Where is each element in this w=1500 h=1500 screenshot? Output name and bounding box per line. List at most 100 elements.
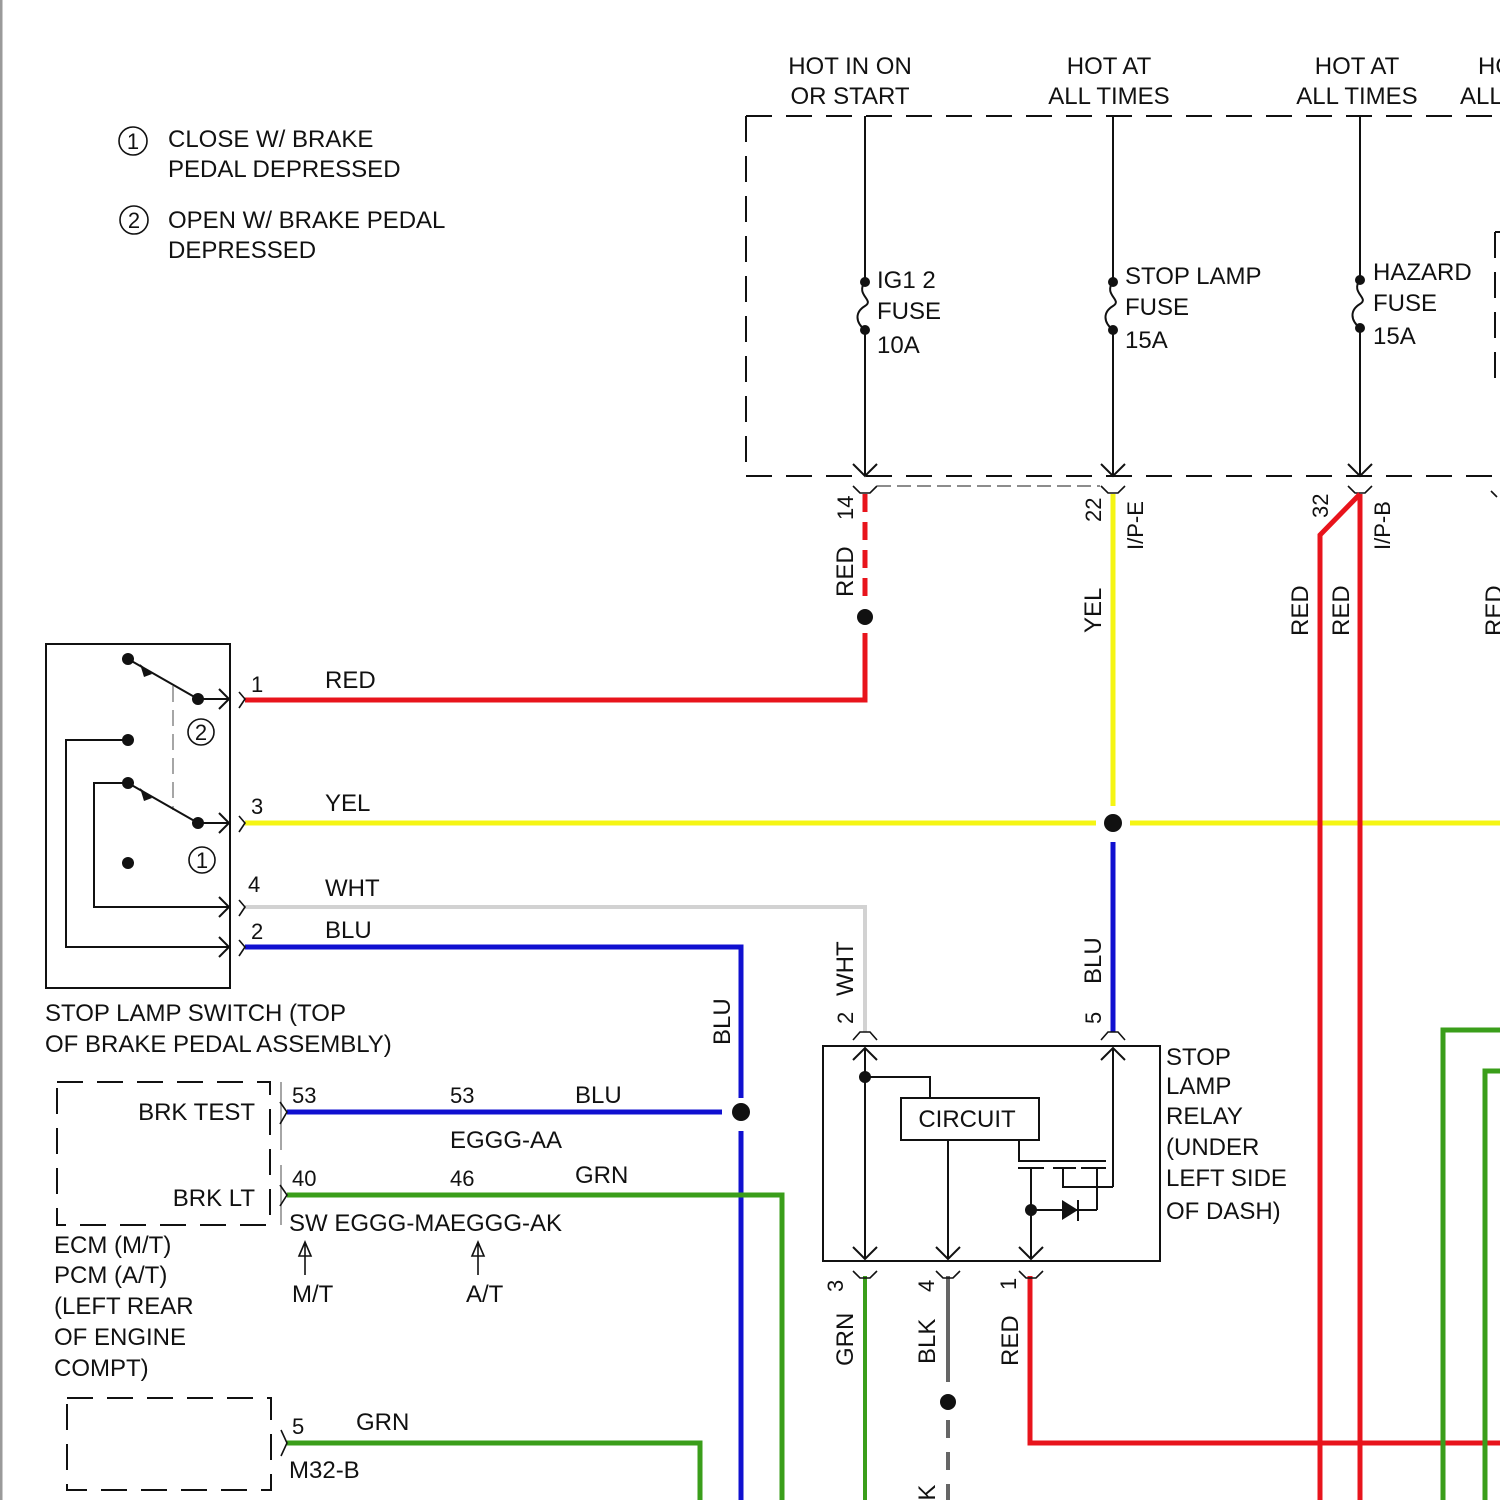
relay-name-5: LEFT SIDE bbox=[1166, 1165, 1287, 1192]
switch-pin-1: 1 bbox=[251, 672, 263, 697]
stop-lamp-switch: 2 1 1 3 4 2 STOP LAMP SWITCH (TOP OF BRA… bbox=[45, 644, 392, 1058]
splice-blu bbox=[732, 1103, 750, 1121]
power-label-4b: ALL bbox=[1460, 83, 1500, 110]
wire-label-blu-2: BLU bbox=[325, 917, 372, 944]
connector-ip-b: I/P-B bbox=[1370, 501, 1395, 550]
ecm-pin-46-at: 46 bbox=[450, 1166, 474, 1191]
ecm-pin-53-at: 53 bbox=[450, 1083, 474, 1108]
legend-text-2a: OPEN W/ BRAKE PEDAL bbox=[168, 207, 445, 234]
ecm-pin-53-mt: 53 bbox=[292, 1083, 316, 1108]
ecm-name-3: (LEFT REAR bbox=[54, 1293, 194, 1320]
power-label-1a: HOT IN ON bbox=[788, 53, 912, 80]
switch-pin-2: 2 bbox=[251, 919, 263, 944]
wire-label-red-right: RED bbox=[1481, 585, 1500, 636]
fuse-box-connectors: 14 22 I/P-E 32 I/P-B bbox=[833, 486, 1497, 550]
switch-name-1: STOP LAMP SWITCH (TOP bbox=[45, 1000, 346, 1027]
wires: RED RED YEL YEL BLU 5 WHT WHT 2 BLU BLU bbox=[245, 494, 1500, 1500]
stop-lamp-relay: CIRCUIT 3 4 1 GRN BLK RED BLK STOP LAMP … bbox=[823, 1032, 1287, 1500]
ecm-pcm-module: BRK TEST BRK LT 53 53 BLU EGGG-AA 40 46 … bbox=[54, 1082, 628, 1382]
wire-label-red-14: RED bbox=[832, 546, 859, 597]
wire-label-red-32b: RED bbox=[1328, 585, 1355, 636]
ecm-brk-test: BRK TEST bbox=[138, 1099, 255, 1126]
fuse-1-rating: 10A bbox=[877, 332, 920, 359]
wire-grn-right-b bbox=[1485, 1071, 1500, 1500]
wire-label-yel-22: YEL bbox=[1080, 588, 1107, 633]
ecm-name-1: ECM (M/T) bbox=[54, 1232, 171, 1259]
switch-pin-3: 3 bbox=[251, 794, 263, 819]
power-label-3b: ALL TIMES bbox=[1296, 83, 1417, 110]
wire-grn-right-a bbox=[1443, 1030, 1500, 1500]
splice-red-14 bbox=[857, 609, 873, 625]
wire-label-grn-lt: GRN bbox=[575, 1162, 628, 1189]
arrow-label-mt: M/T bbox=[292, 1281, 334, 1308]
wire-label-blk-4: BLK bbox=[914, 1319, 941, 1364]
wire-red-32-a bbox=[1320, 494, 1360, 1500]
wire-grn-brk-lt bbox=[287, 1195, 782, 1500]
power-label-3a: HOT AT bbox=[1315, 53, 1400, 80]
switch-name-2: OF BRAKE PEDAL ASSEMBLY) bbox=[45, 1031, 392, 1058]
pin-22: 22 bbox=[1081, 498, 1106, 522]
wire-label-blu-test: BLU bbox=[575, 1082, 622, 1109]
fuse-stop-lamp: STOP LAMP FUSE 15A bbox=[1101, 116, 1262, 476]
m32-pin-5: 5 bbox=[292, 1414, 304, 1439]
wire-label-blu-5: BLU bbox=[1080, 937, 1107, 984]
legend: 1 CLOSE W/ BRAKE PEDAL DEPRESSED 2 OPEN … bbox=[119, 126, 445, 264]
switch-contact-1-label: 1 bbox=[196, 848, 208, 873]
connector-ip-e: I/P-E bbox=[1123, 501, 1148, 550]
power-label-2b: ALL TIMES bbox=[1048, 83, 1169, 110]
fuse-ig1: IG1 2 FUSE 10A bbox=[853, 116, 941, 476]
fuse-3-rating: 15A bbox=[1373, 323, 1416, 350]
fuse-1-name: IG1 2 bbox=[877, 267, 936, 294]
wire-label-red-32a: RED bbox=[1287, 585, 1314, 636]
relay-circuit-label: CIRCUIT bbox=[918, 1106, 1016, 1133]
wire-label-red-1b: RED bbox=[997, 1315, 1024, 1366]
pin-32: 32 bbox=[1308, 494, 1333, 518]
wire-label-grn-3: GRN bbox=[832, 1313, 859, 1366]
ecm-name-5: COMPT) bbox=[54, 1355, 149, 1382]
fuse-3-name: HAZARD bbox=[1373, 259, 1472, 286]
fuse-2-type: FUSE bbox=[1125, 294, 1189, 321]
wire-label-grn-m32: GRN bbox=[356, 1409, 409, 1436]
relay-name-6: OF DASH) bbox=[1166, 1198, 1281, 1225]
relay-pin-5: 5 bbox=[1081, 1012, 1106, 1024]
fuse-2-name: STOP LAMP bbox=[1125, 263, 1262, 290]
fuse-1-type: FUSE bbox=[877, 298, 941, 325]
ecm-name-2: PCM (A/T) bbox=[54, 1262, 167, 1289]
switch-contact-2-label: 2 bbox=[195, 720, 207, 745]
wire-label-wht-2: WHT bbox=[832, 941, 859, 996]
relay-name-4: (UNDER bbox=[1166, 1134, 1259, 1161]
relay-pin-1: 1 bbox=[996, 1278, 1021, 1290]
wire-red-relay-1 bbox=[1030, 1276, 1500, 1443]
legend-text-2b: DEPRESSED bbox=[168, 237, 316, 264]
relay-name-2: LAMP bbox=[1166, 1073, 1231, 1100]
splice-yel bbox=[1104, 814, 1122, 832]
m32-connector: M32-B bbox=[289, 1457, 360, 1484]
ecm-connector-ma: SW EGGG-MA bbox=[289, 1210, 450, 1237]
fuse-box-inner-edge bbox=[1495, 232, 1500, 385]
wire-label-yel-3: YEL bbox=[325, 790, 370, 817]
pin-14: 14 bbox=[833, 496, 858, 520]
fuse-hazard: HAZARD FUSE 15A bbox=[1348, 116, 1472, 476]
power-label-1b: OR START bbox=[790, 83, 909, 110]
fuse-block: HOT IN ON OR START HOT AT ALL TIMES HOT … bbox=[746, 53, 1500, 476]
fuse-2-rating: 15A bbox=[1125, 327, 1168, 354]
ecm-brk-lt: BRK LT bbox=[173, 1185, 256, 1212]
wire-label-wht-4: WHT bbox=[325, 875, 380, 902]
wire-label-blu-vertical: BLU bbox=[709, 998, 736, 1045]
wire-label-blk-continue: BLK bbox=[914, 1485, 941, 1500]
legend-num-1: 1 bbox=[127, 129, 139, 154]
relay-pin-2: 2 bbox=[833, 1012, 858, 1024]
relay-name-1: STOP bbox=[1166, 1044, 1231, 1071]
relay-pin-3: 3 bbox=[823, 1280, 848, 1292]
power-label-4a: HO bbox=[1478, 53, 1500, 80]
relay-name-3: RELAY bbox=[1166, 1103, 1243, 1130]
relay-pin-4: 4 bbox=[914, 1280, 939, 1292]
ecm-connector-ak: EGGG-AK bbox=[450, 1210, 562, 1237]
ecm-pin-40-mt: 40 bbox=[292, 1166, 316, 1191]
legend-num-2: 2 bbox=[128, 208, 140, 233]
legend-text-1a: CLOSE W/ BRAKE bbox=[168, 126, 373, 153]
legend-text-1b: PEDAL DEPRESSED bbox=[168, 156, 401, 183]
ecm-name-4: OF ENGINE bbox=[54, 1324, 186, 1351]
switch-pin-4: 4 bbox=[248, 872, 260, 897]
